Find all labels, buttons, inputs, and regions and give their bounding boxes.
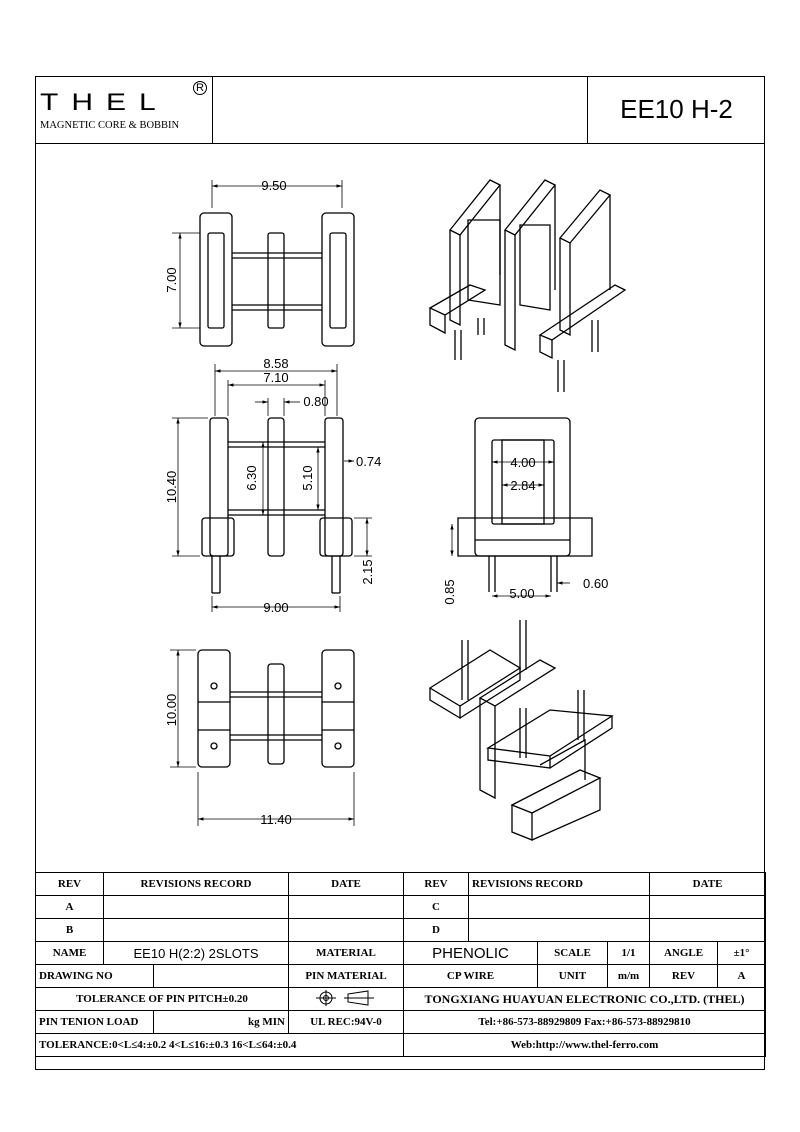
rev-label: REV	[649, 964, 719, 988]
name-label: NAME	[35, 941, 104, 965]
scale-label: SCALE	[537, 941, 609, 965]
dim-5-10: 5.10	[300, 465, 315, 490]
pin-pitch-tolerance: TOLERANCE OF PIN PITCH±0.20	[34, 987, 290, 1011]
dim-10-00: 10.00	[164, 694, 179, 727]
rev-a: A	[35, 895, 104, 919]
dim-5-00: 5.00	[509, 586, 534, 601]
title-block: REV REVISIONS RECORD DATE REV REVISIONS …	[34, 872, 767, 1057]
kg-min-label: kg MIN	[152, 1010, 290, 1034]
pin-tenion-load-label: PIN TENION LOAD	[35, 1010, 154, 1034]
ul-rec: UL REC:94V-0	[288, 1010, 405, 1034]
name-value: EE10 H(2:2) 2SLOTS	[102, 941, 290, 965]
part-title: EE10 H-2	[587, 76, 765, 143]
dim-0-74: 0.74	[356, 454, 381, 469]
dim-11-40: 11.40	[260, 812, 292, 827]
dim-8-58: 8.58	[263, 356, 288, 371]
tolerance-spec: TOLERANCE:0<L≤4:±0.2 4<L≤16:±0.3 16<L≤64…	[34, 1033, 405, 1057]
rev-d: D	[403, 918, 470, 942]
revisions-record-header: REVISIONS RECORD	[102, 872, 290, 896]
dim-top-width: 9.50	[261, 178, 286, 193]
date-header: DATE	[288, 872, 405, 896]
rev-value: A	[717, 964, 767, 988]
front-view	[172, 364, 372, 612]
side-view	[450, 417, 593, 598]
dim-0-60: 0.60	[583, 576, 608, 591]
cp-wire: CP WIRE	[403, 964, 539, 988]
revisions-record-header-2: REVISIONS RECORD	[468, 872, 651, 896]
registered-icon: R	[193, 81, 207, 95]
angle-label: ANGLE	[649, 941, 719, 965]
logo-subtitle: MAGNETIC CORE & BOBBIN	[40, 120, 180, 131]
unit-value: m/m	[607, 964, 651, 988]
drawing-no-label: DRAWING NO	[35, 964, 154, 988]
top-view	[172, 180, 355, 347]
material-label: MATERIAL	[288, 941, 405, 965]
projection-symbol-icon	[288, 987, 405, 1011]
isometric-view-top	[428, 179, 627, 392]
logo-brand: THEL	[40, 89, 169, 116]
rev-header-2: REV	[403, 872, 470, 896]
angle-value: ±1°	[717, 941, 767, 965]
pin-material-label: PIN MATERIAL	[288, 964, 405, 988]
dim-9-00: 9.00	[263, 600, 288, 615]
website: Web:http://www.thel-ferro.com	[403, 1033, 767, 1057]
dim-4-00: 4.00	[510, 455, 535, 470]
dim-0-85: 0.85	[442, 579, 457, 604]
contact-info: Tel:+86-573-88929809 Fax:+86-573-8892981…	[403, 1010, 767, 1034]
dim-6-30: 6.30	[244, 465, 259, 490]
rev-c: C	[403, 895, 470, 919]
dim-10-40: 10.40	[164, 471, 179, 504]
isometric-view-bottom	[428, 620, 614, 841]
rev-b: B	[35, 918, 104, 942]
scale-value: 1/1	[607, 941, 651, 965]
company-name: TONGXIANG HUAYUAN ELECTRONIC CO.,LTD. (T…	[403, 987, 767, 1011]
drawing-frame	[35, 76, 765, 1070]
technical-drawing: 9.50 7.00 8.58 7.10 0.80 10.40 6.30 5.10…	[164, 178, 627, 841]
rev-header: REV	[35, 872, 104, 896]
logo: THEL R MAGNETIC CORE & BOBBIN	[35, 76, 213, 143]
unit-label: UNIT	[537, 964, 609, 988]
dim-top-height: 7.00	[164, 267, 179, 292]
date-header-2: DATE	[649, 872, 767, 896]
dim-7-10: 7.10	[263, 370, 288, 385]
dim-2-84: 2.84	[510, 478, 535, 493]
dim-2-15: 2.15	[360, 559, 375, 584]
dim-0-80: 0.80	[303, 394, 328, 409]
material-value: PHENOLIC	[403, 941, 539, 965]
header-divider	[35, 143, 765, 144]
bottom-view	[170, 649, 355, 826]
